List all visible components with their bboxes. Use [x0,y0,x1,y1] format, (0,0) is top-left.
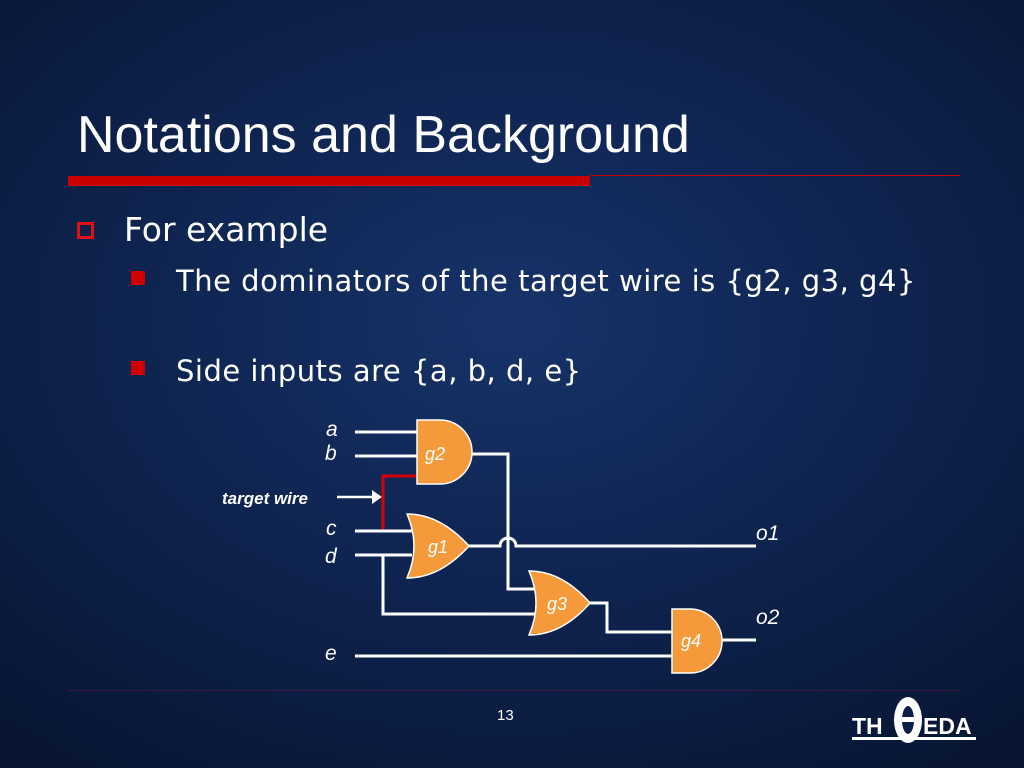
footer-divider [68,690,960,691]
hollow-square-bullet-icon [77,221,94,239]
title-underline [68,176,590,186]
bullet-text: For example [124,210,329,249]
theda-logo: TH EDA [852,697,976,743]
bullet-level2-dominators: The dominators of the target wire is {g2… [131,262,966,300]
or-gate-g3 [527,570,591,636]
wire-d-branch [381,555,537,616]
gate-label-g4: g4 [681,631,701,651]
input-label-a: a [326,418,338,441]
target-wire-label: target wire [222,489,308,508]
wire-g3-g4 [585,601,677,634]
slide-title: Notations and Background [77,106,690,164]
and-gate-g2 [416,419,473,485]
gate-label-g1: g1 [428,537,448,557]
and-gate-g4 [671,608,723,674]
target-wire-arrow [337,490,382,504]
circuit-diagram: a b c d e target wire g2 g1 g3 g4 o1 o2 [222,418,780,674]
page-number: 13 [497,707,514,724]
logo-text-right: EDA [923,713,972,739]
wire-g1-o1 [468,536,756,548]
filled-square-bullet-icon [131,271,145,285]
output-label-o1: o1 [756,522,779,545]
bullet-level2-side-inputs: Side inputs are {a, b, d, e} [131,352,582,390]
bullet-text: The dominators of the target wire is {g2… [176,264,916,298]
input-label-d: d [325,545,338,568]
wire-g2-g3 [467,452,537,591]
input-label-b: b [325,442,337,465]
logo-underline [852,737,976,740]
or-gate-g1 [405,513,471,579]
filled-square-bullet-icon [131,361,145,375]
output-label-o2: o2 [756,606,780,629]
gate-label-g2: g2 [425,444,445,464]
input-label-e: e [325,642,337,665]
input-label-c: c [326,517,337,540]
bullet-text: Side inputs are {a, b, d, e} [176,354,582,388]
gate-label-g3: g3 [547,594,567,614]
title-underline-thin [590,175,960,176]
bullet-level1: For example [77,210,328,250]
logo-text-left: TH [852,713,883,739]
